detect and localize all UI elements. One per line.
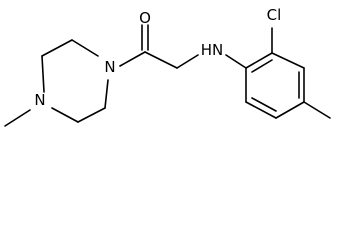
bond-nh-aryl xyxy=(225,54,247,69)
piperazine-n-acyl-label: N xyxy=(104,58,115,76)
bond-aryl-2 xyxy=(271,52,305,69)
bond-aryl-1 xyxy=(245,52,273,69)
chemical-structure: O N N H​N Cl xyxy=(4,6,331,127)
bond-aryl-inner-1 xyxy=(251,59,273,73)
bond-n-carbonyl xyxy=(119,51,146,67)
bond-ring-2 xyxy=(41,39,73,57)
benzene-ring xyxy=(245,52,305,119)
oxygen-label: O xyxy=(139,9,151,27)
bond-ring-1 xyxy=(41,55,45,93)
bond-aryl-inner-3 xyxy=(251,97,277,112)
bond-carbonyl-ch2 xyxy=(144,51,178,69)
piperazine-n-methyl-label: N xyxy=(34,91,45,109)
bond-aryl-5 xyxy=(245,101,277,119)
bond-ring-4 xyxy=(104,79,109,109)
bond-ch2-nh xyxy=(176,54,199,69)
bond-aryl-4 xyxy=(275,101,305,119)
bond-nmethyl xyxy=(4,109,31,127)
chlorine-label: Cl xyxy=(267,6,282,24)
bond-ring-5 xyxy=(77,107,106,123)
piperazine-ring xyxy=(41,39,109,123)
bond-ring-3 xyxy=(71,39,99,57)
bond-ring-6 xyxy=(51,107,79,123)
bond-aryl-methyl xyxy=(303,101,331,119)
amine-nh-label: H​N xyxy=(201,41,224,59)
